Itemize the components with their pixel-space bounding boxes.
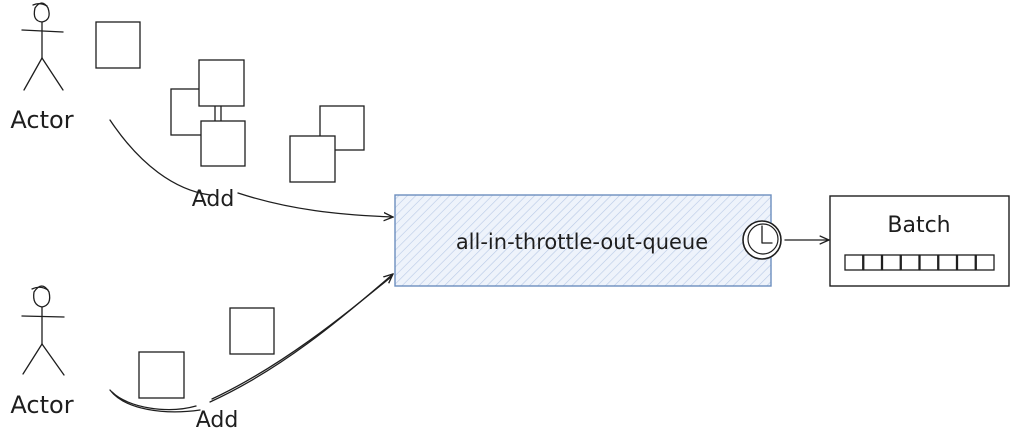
queue-node: all-in-throttle-out-queue [394,194,782,287]
edge-bottom: Add [109,274,393,433]
batch-label: Batch [887,213,950,238]
edge-top: Add [109,119,393,217]
actor-bottom: Actor [10,285,74,419]
edge-label: Add [196,408,239,433]
actor-label: Actor [10,106,73,134]
item-square [200,120,246,167]
batch-items [844,254,995,271]
stick-figure-icon [21,285,65,376]
item-square [198,59,245,107]
item-square [95,21,141,69]
queue-box [394,194,772,287]
actor-top: Actor [10,2,74,134]
batch-item-cell [938,254,958,271]
batch-item-cell [975,254,995,271]
batch-item-cell [881,254,901,271]
item-square [229,307,275,355]
item-squares [95,21,365,399]
batch-item-cell [956,254,976,271]
actor-label: Actor [10,391,73,419]
item-square [138,351,185,399]
item-square [289,135,336,183]
item-square [319,105,365,151]
batch-item-cell [900,254,920,271]
batch-item-cell [919,254,939,271]
edge-label: Add [192,187,235,212]
batch-item-cell [863,254,883,271]
clock-icon [742,220,782,260]
batch-node: Batch [829,195,1010,287]
batch-item-cell [844,254,864,271]
stick-figure-icon [21,2,64,91]
queue-label: all-in-throttle-out-queue [456,230,708,254]
batch-box [829,195,1010,287]
